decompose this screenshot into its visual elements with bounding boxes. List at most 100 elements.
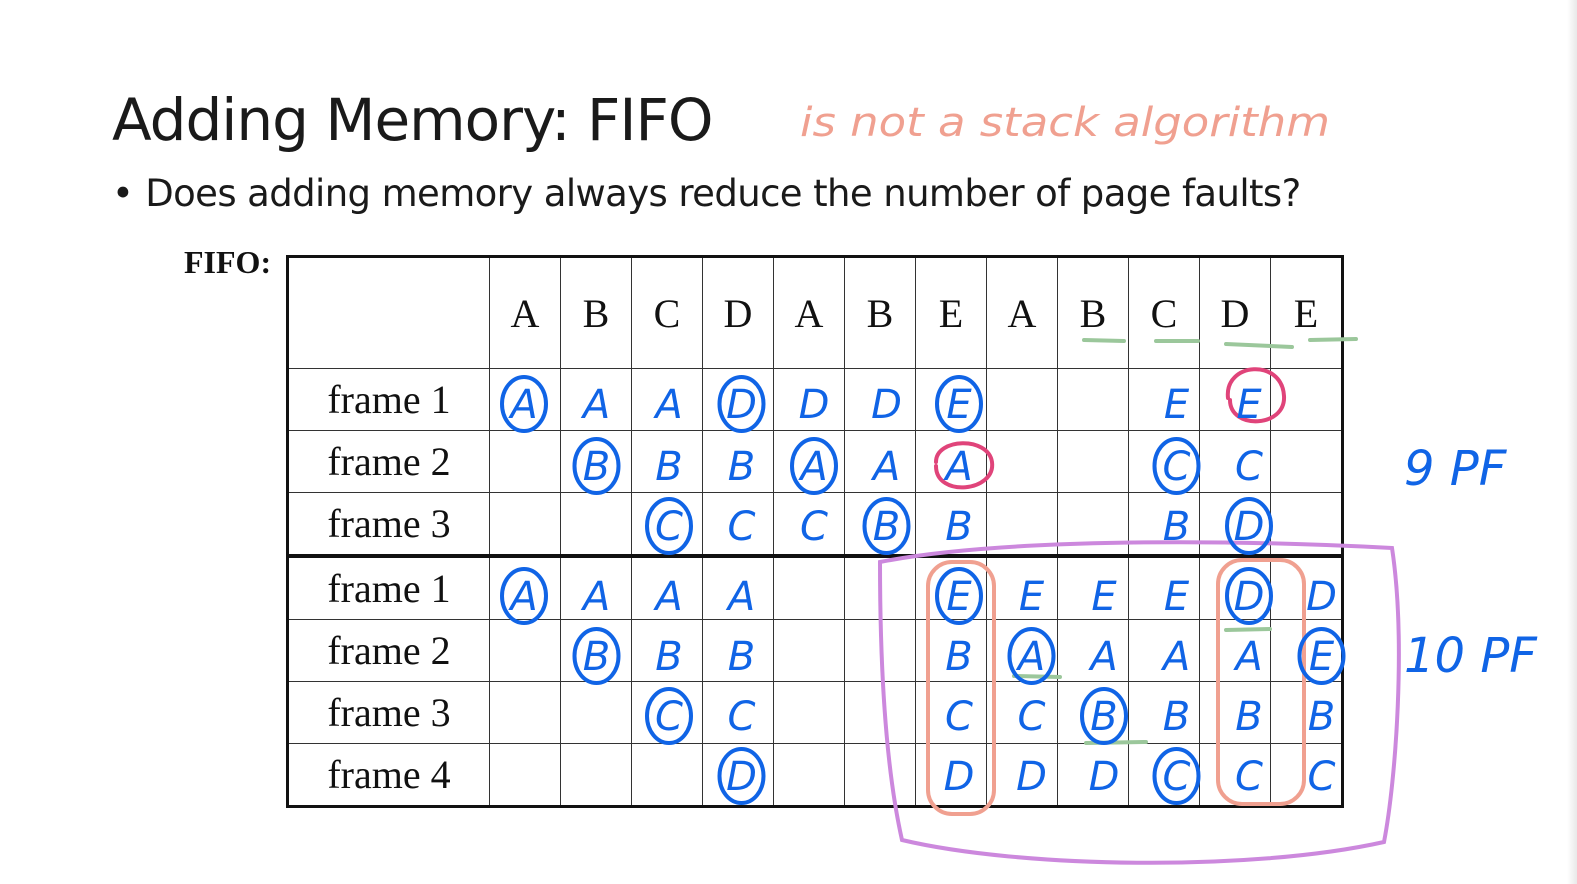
slide-edge-shadow <box>1567 0 1577 884</box>
table-cell <box>1057 681 1129 744</box>
table-cell <box>631 743 703 807</box>
table-cell <box>1270 492 1343 557</box>
frame-label: frame 1 <box>287 368 490 431</box>
table-cell <box>844 743 916 807</box>
table-cell <box>915 492 987 557</box>
frame-label: frame 3 <box>287 492 490 557</box>
table-cell <box>1057 430 1129 493</box>
reference-cell: A <box>986 256 1058 369</box>
table-cell <box>1057 492 1129 557</box>
reference-cell: B <box>844 256 916 369</box>
reference-cell: D <box>702 256 774 369</box>
table-cell <box>631 681 703 744</box>
four-frame-section: frame 1 frame 2 frame 3 frame 4 <box>287 554 1343 807</box>
table-cell <box>560 619 632 682</box>
table-cell <box>1270 368 1343 431</box>
table-cell <box>631 492 703 557</box>
table-cell <box>560 368 632 431</box>
table-cell <box>986 368 1058 431</box>
table-cell <box>844 619 916 682</box>
table-cell <box>986 619 1058 682</box>
frame-row: frame 4 <box>287 743 1343 807</box>
table-cell <box>844 681 916 744</box>
table-cell <box>986 554 1058 620</box>
table-cell <box>1057 554 1129 620</box>
table-cell <box>1128 619 1200 682</box>
table-cell <box>489 554 561 620</box>
table-cell <box>915 619 987 682</box>
frame-row: frame 2 <box>287 619 1343 682</box>
table-cell <box>915 681 987 744</box>
table-cell <box>773 554 845 620</box>
table-cell <box>702 368 774 431</box>
table-cell <box>1057 619 1129 682</box>
table-cell <box>1128 743 1200 807</box>
bullet-text: Does adding memory always reduce the num… <box>145 172 1301 215</box>
reference-cell: B <box>560 256 632 369</box>
table-cell <box>489 743 561 807</box>
table-label: FIFO: <box>184 244 272 280</box>
reference-cell: A <box>489 256 561 369</box>
table-cell <box>702 430 774 493</box>
bullet-point: • Does adding memory always reduce the nu… <box>112 172 1301 215</box>
frame-row: frame 1 <box>287 368 1343 431</box>
table-cell <box>773 619 845 682</box>
reference-cell: C <box>631 256 703 369</box>
table-cell <box>702 681 774 744</box>
table-cell <box>1270 430 1343 493</box>
table-cell <box>915 743 987 807</box>
table-cell <box>560 554 632 620</box>
table-cell <box>631 554 703 620</box>
table-cell <box>1270 743 1343 807</box>
table-cell <box>773 430 845 493</box>
slide-title: Adding Memory: FIFO <box>112 86 714 154</box>
table-cell <box>560 743 632 807</box>
table-cell <box>702 619 774 682</box>
fault-count-four: 10 PF <box>1404 628 1538 684</box>
table-cell <box>986 743 1058 807</box>
frame-row: frame 1 <box>287 554 1343 620</box>
table-cell <box>1199 492 1271 557</box>
table-cell <box>844 492 916 557</box>
table-cell <box>489 492 561 557</box>
table-cell <box>844 368 916 431</box>
frame-label: frame 4 <box>287 743 490 807</box>
frame-label: frame 1 <box>287 554 490 620</box>
table-cell <box>560 430 632 493</box>
reference-cell: B <box>1057 256 1129 369</box>
frame-row: frame 2 <box>287 430 1343 493</box>
table-cell <box>1270 681 1343 744</box>
table-cell <box>1128 368 1200 431</box>
table-cell <box>773 492 845 557</box>
table-cell <box>1057 368 1129 431</box>
table-corner-cell <box>287 256 490 369</box>
bullet-dot-icon: • <box>112 172 134 215</box>
table-cell <box>986 681 1058 744</box>
table-cell <box>844 554 916 620</box>
frame-row: frame 3 <box>287 681 1343 744</box>
table-cell <box>773 368 845 431</box>
reference-cell: E <box>1270 256 1343 369</box>
table-cell <box>1128 430 1200 493</box>
table-cell <box>1270 554 1343 620</box>
reference-cell: D <box>1199 256 1271 369</box>
table-cell <box>631 430 703 493</box>
reference-cell: A <box>773 256 845 369</box>
table-cell <box>1199 554 1271 620</box>
table-cell <box>986 430 1058 493</box>
table-cell <box>1128 681 1200 744</box>
table-cell <box>1057 743 1129 807</box>
frame-row: frame 3 <box>287 492 1343 557</box>
table-cell <box>773 743 845 807</box>
table-cell <box>489 619 561 682</box>
table-cell <box>702 743 774 807</box>
table-cell <box>1199 430 1271 493</box>
table-cell <box>1199 368 1271 431</box>
frame-label: frame 3 <box>287 681 490 744</box>
table-cell <box>702 492 774 557</box>
fifo-table: A B C D A B E A B C D E frame 1 frame 2 … <box>286 255 1344 808</box>
table-cell <box>489 430 561 493</box>
table-cell <box>844 430 916 493</box>
table-cell <box>702 554 774 620</box>
fault-count-three: 9 PF <box>1404 441 1508 497</box>
